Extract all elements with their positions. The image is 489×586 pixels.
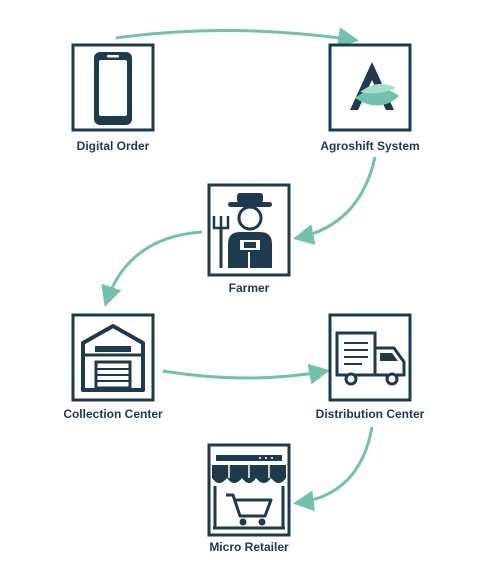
- agroshift-logo-icon: [350, 62, 399, 110]
- micro-retailer-node: [207, 443, 291, 537]
- agroshift-system-label: Agroshift System: [320, 139, 420, 153]
- storefront-cart-icon: [212, 455, 286, 530]
- farmer-node: [207, 183, 291, 277]
- digital-order-label: Digital Order: [76, 139, 150, 153]
- agroshift-system-node: [328, 43, 412, 132]
- arrow-distribution-to-retailer: [292, 426, 374, 512]
- arrow-system-to-farmer: [292, 156, 377, 245]
- truck-icon: [335, 331, 406, 386]
- distribution-center-node: [328, 313, 412, 402]
- arrow-farmer-to-collection: [101, 230, 203, 307]
- collection-center-label: Collection Center: [63, 407, 163, 421]
- farmer-icon: [212, 193, 272, 268]
- farmer-label: Farmer: [228, 281, 270, 295]
- arrow-order-to-system: [115, 27, 360, 49]
- warehouse-icon: [81, 324, 145, 392]
- digital-order-node: [71, 43, 155, 132]
- collection-center-node: [71, 313, 155, 402]
- smartphone-icon: [94, 52, 132, 125]
- arrow-collection-to-distribution: [162, 363, 331, 385]
- micro-retailer-label: Micro Retailer: [209, 540, 289, 554]
- distribution-center-label: Distribution Center: [315, 407, 425, 421]
